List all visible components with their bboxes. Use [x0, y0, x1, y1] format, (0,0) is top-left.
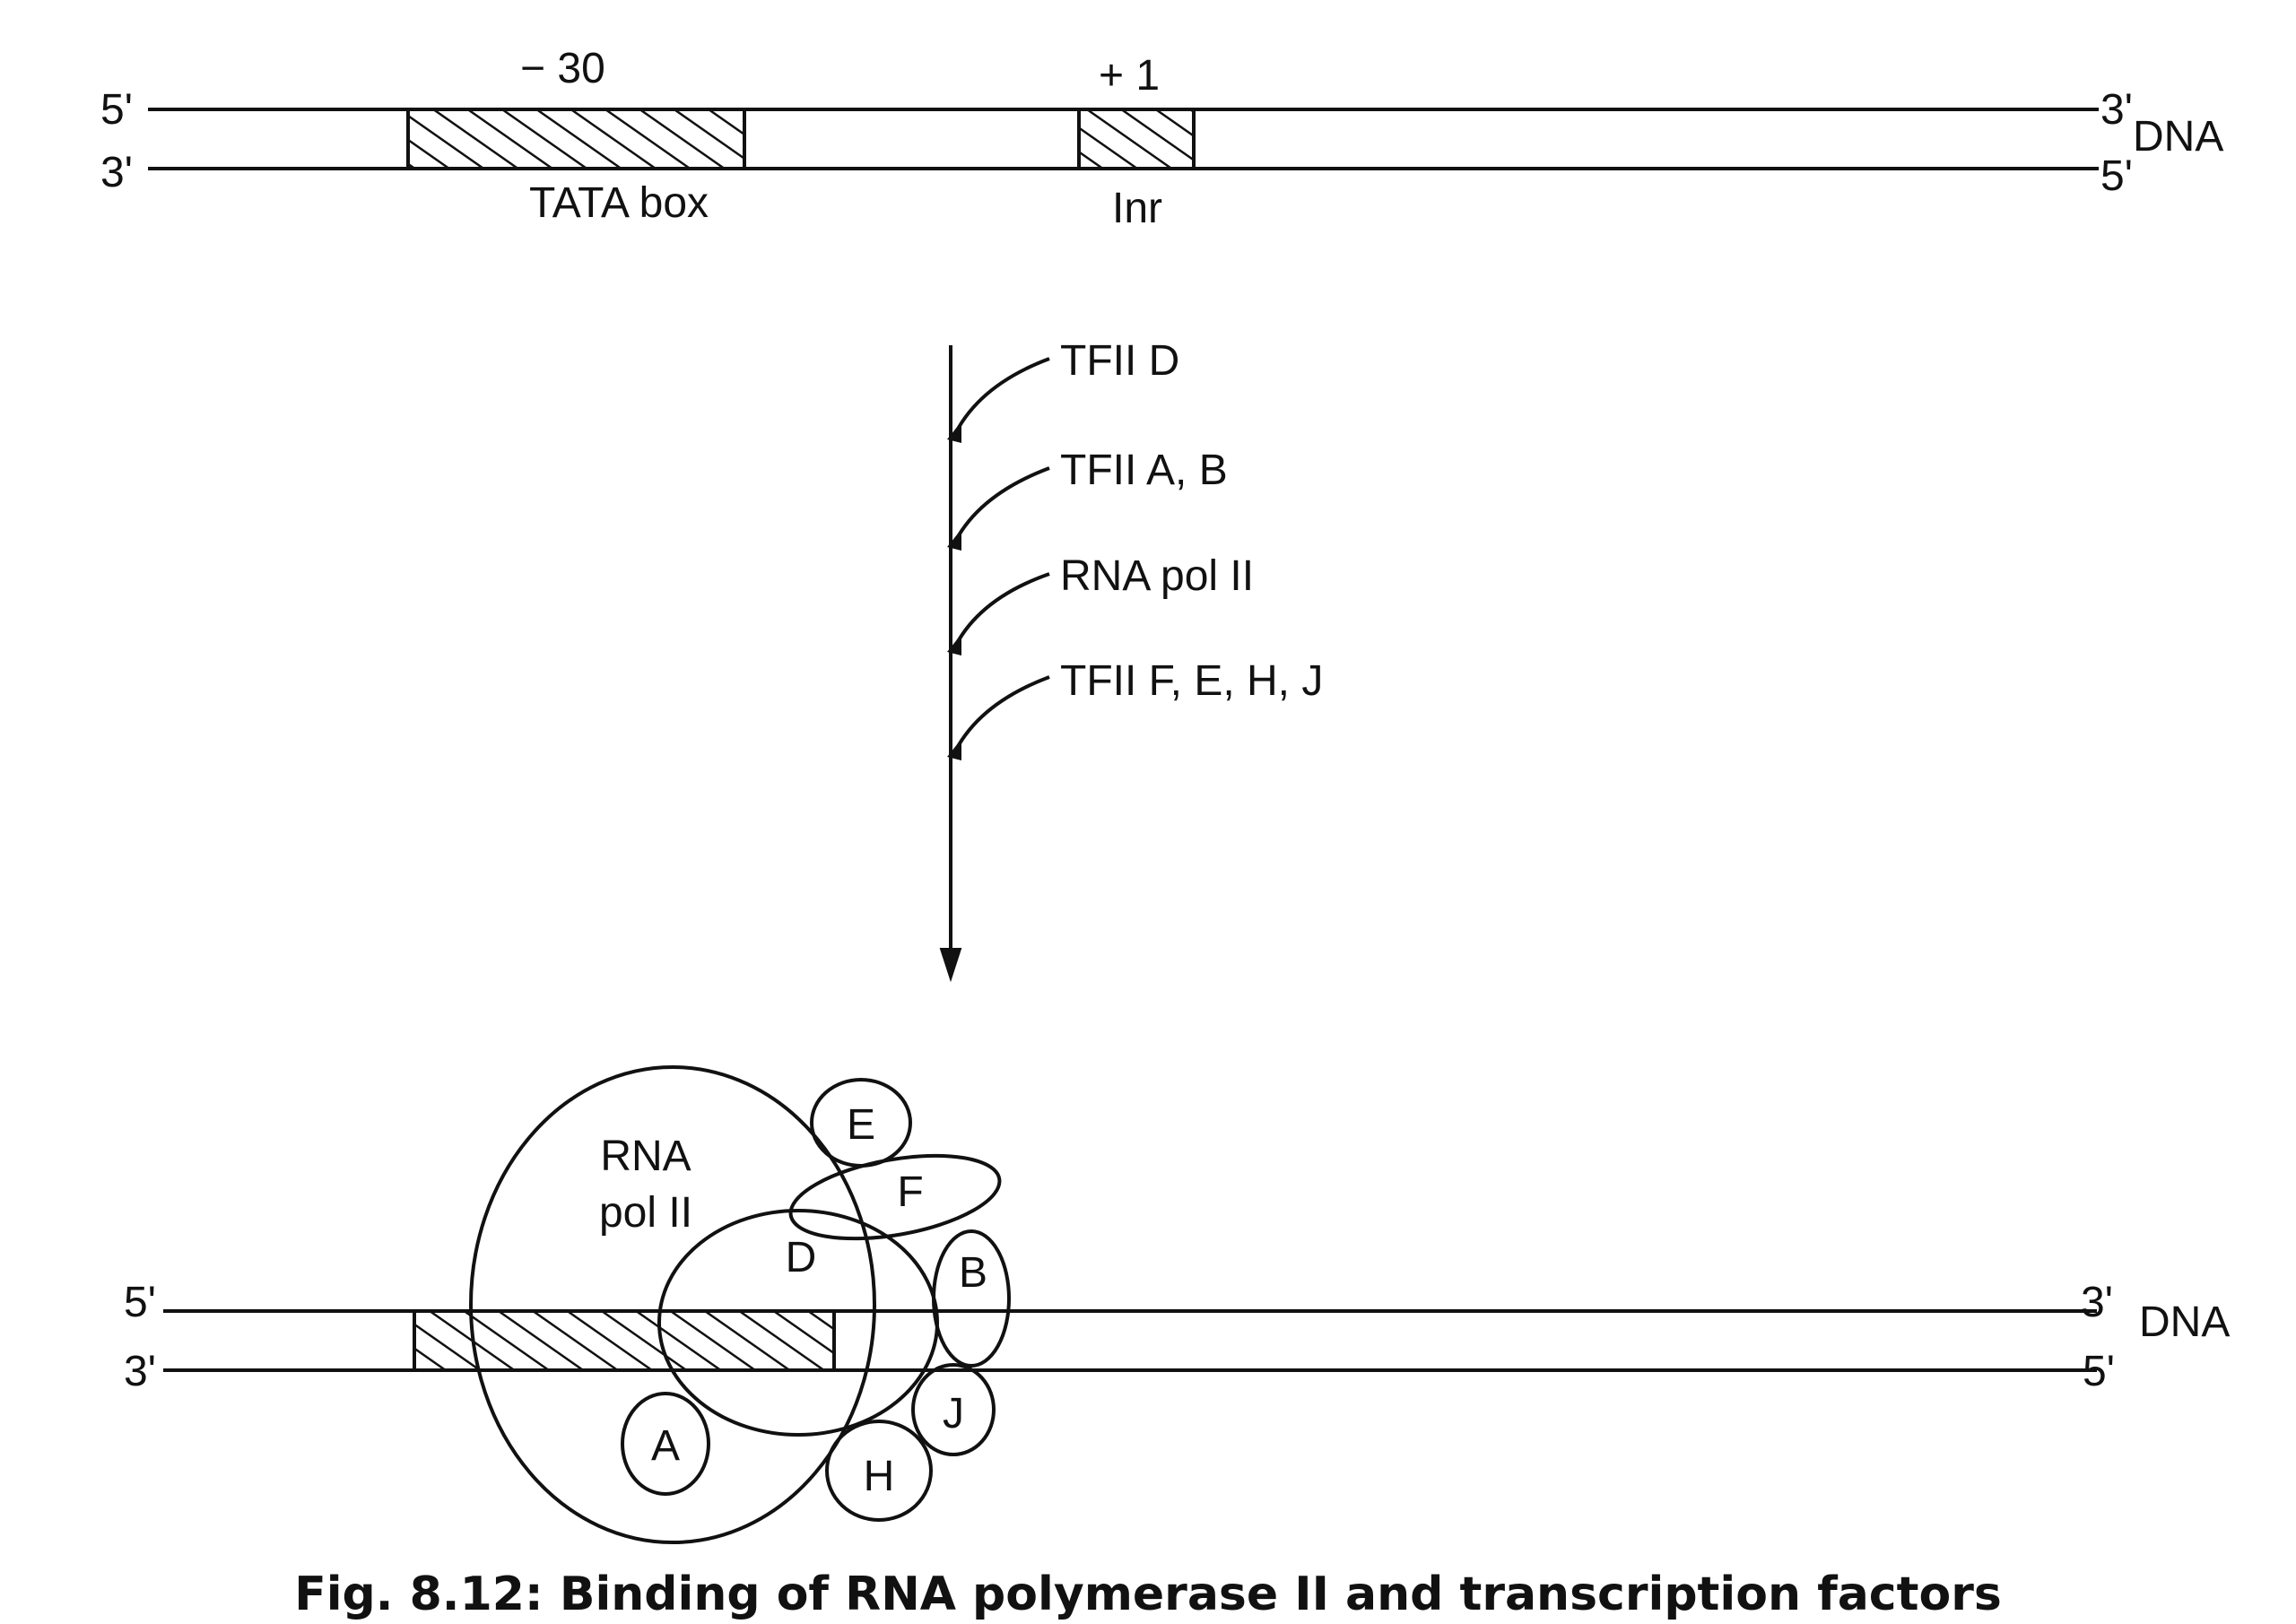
step-arrow-4	[952, 675, 1050, 756]
tfiif-shape	[788, 1153, 1002, 1241]
tfiie-label: E	[847, 1101, 875, 1149]
main-down-arrow-head	[939, 948, 962, 983]
tfiib-label: B	[959, 1249, 987, 1297]
rna-pol-ii-shape	[469, 1065, 876, 1544]
tfiij-label: J	[943, 1390, 964, 1437]
tata-box-label: TATA box	[529, 179, 709, 227]
inr-region	[1077, 108, 1196, 170]
step-arrow-1	[952, 357, 1050, 439]
tata-box-region	[406, 108, 746, 170]
bottom-dna-label: DNA	[2139, 1298, 2230, 1346]
bottom-strand-5prime-right: 5'	[2083, 1348, 2115, 1395]
step-label-tfiif-e-h-j: TFII F, E, H, J	[1060, 657, 1323, 705]
figure-caption: Fig. 8.12: Binding of RNA polymerase II …	[294, 1568, 2002, 1621]
bottom-strand-5prime-left: 5'	[124, 1279, 156, 1326]
tfiia-label: A	[651, 1422, 680, 1470]
position-minus-30: − 30	[520, 45, 605, 92]
top-dna-label: DNA	[2133, 113, 2223, 161]
step-label-tfiia-b: TFII A, B	[1060, 447, 1228, 494]
tfiid-label: D	[786, 1234, 817, 1281]
bottom-strand-3prime-left: 3'	[124, 1348, 156, 1395]
top-strand-3prime-right: 3'	[2100, 86, 2133, 134]
step-label-tfiid: TFII D	[1060, 337, 1179, 385]
tfiif-label: F	[897, 1168, 923, 1216]
assembly-pathway: TFII D TFII A, B RNA pol II TFII F, E, H…	[939, 337, 1323, 983]
inr-label: Inr	[1112, 185, 1162, 232]
step-arrow-2	[952, 466, 1050, 546]
top-strand-5prime-left: 5'	[100, 86, 133, 134]
tfiib-shape	[932, 1229, 1011, 1368]
preinitiation-complex: RNA pol II E F D B J A H 5' 3' 3' 5' DNA	[124, 1065, 2230, 1544]
bottom-strand-3prime-right: 3'	[2081, 1279, 2113, 1326]
step-label-rna-pol-ii: RNA pol II	[1060, 552, 1254, 600]
step-arrow-3	[952, 572, 1050, 651]
position-plus-1: + 1	[1099, 52, 1160, 100]
top-strand-5prime-right: 5'	[2100, 152, 2133, 200]
tfiij-shape	[911, 1363, 996, 1456]
bottom-tata-box-region	[413, 1309, 836, 1372]
top-strand-3prime-left: 3'	[100, 149, 133, 196]
tfiih-shape	[825, 1420, 933, 1522]
tfiia-shape	[621, 1392, 710, 1496]
rna-pol-ii-label-line2: pol II	[599, 1189, 692, 1237]
top-dna-section: 5' 3' 3' 5' DNA − 30 + 1 TATA box Inr	[100, 45, 2223, 232]
rna-pol-ii-label-line1: RNA	[600, 1133, 691, 1180]
tfiih-label: H	[864, 1453, 895, 1500]
